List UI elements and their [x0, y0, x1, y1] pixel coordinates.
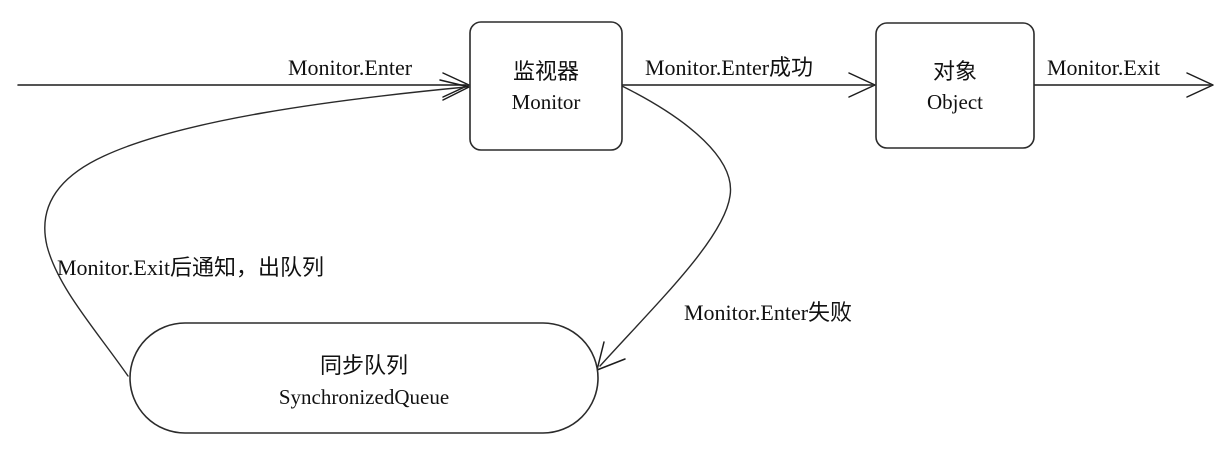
- node-monitor-label-cn: 监视器: [513, 59, 579, 84]
- arrow-head-exit-right: [1186, 72, 1214, 98]
- node-monitor-label-en: Monitor: [512, 90, 581, 114]
- edge-exit-notify-curve: [44, 86, 467, 377]
- node-monitor-shape[interactable]: [469, 21, 623, 151]
- edge-label-monitor-enter-fail: Monitor.Enter失败: [684, 300, 852, 325]
- edge-monitor-enter-success: [621, 72, 876, 98]
- node-object-label-cn: 对象: [933, 59, 977, 84]
- node-synchronized-queue-label-en: SynchronizedQueue: [279, 385, 449, 409]
- node-object[interactable]: 对象 Object: [875, 22, 1035, 149]
- edge-monitor-enter-fail-curve: [599, 85, 732, 367]
- node-object-label-en: Object: [927, 90, 983, 114]
- arrow-head-into-object: [848, 72, 876, 98]
- arrow-head-into-queue-right: [596, 341, 626, 371]
- node-monitor[interactable]: 监视器 Monitor: [469, 21, 623, 151]
- node-synchronized-queue-shape[interactable]: [129, 322, 599, 434]
- node-synchronized-queue[interactable]: 同步队列 SynchronizedQueue: [129, 322, 599, 434]
- edge-label-monitor-enter: Monitor.Enter: [288, 55, 413, 80]
- arrow-head-into-monitor-bottom: [439, 79, 470, 101]
- node-synchronized-queue-label-cn: 同步队列: [320, 353, 408, 378]
- edge-monitor-exit: [1033, 72, 1214, 98]
- edge-label-monitor-enter-success: Monitor.Enter成功: [645, 55, 813, 80]
- arrow-head-into-monitor-top: [442, 72, 470, 98]
- edge-exit-notify: [44, 79, 470, 377]
- node-object-shape[interactable]: [875, 22, 1035, 149]
- edge-label-monitor-exit: Monitor.Exit: [1047, 55, 1160, 80]
- edge-label-exit-notify: Monitor.Exit后通知，出队列: [57, 255, 324, 280]
- edge-monitor-enter: [17, 72, 470, 98]
